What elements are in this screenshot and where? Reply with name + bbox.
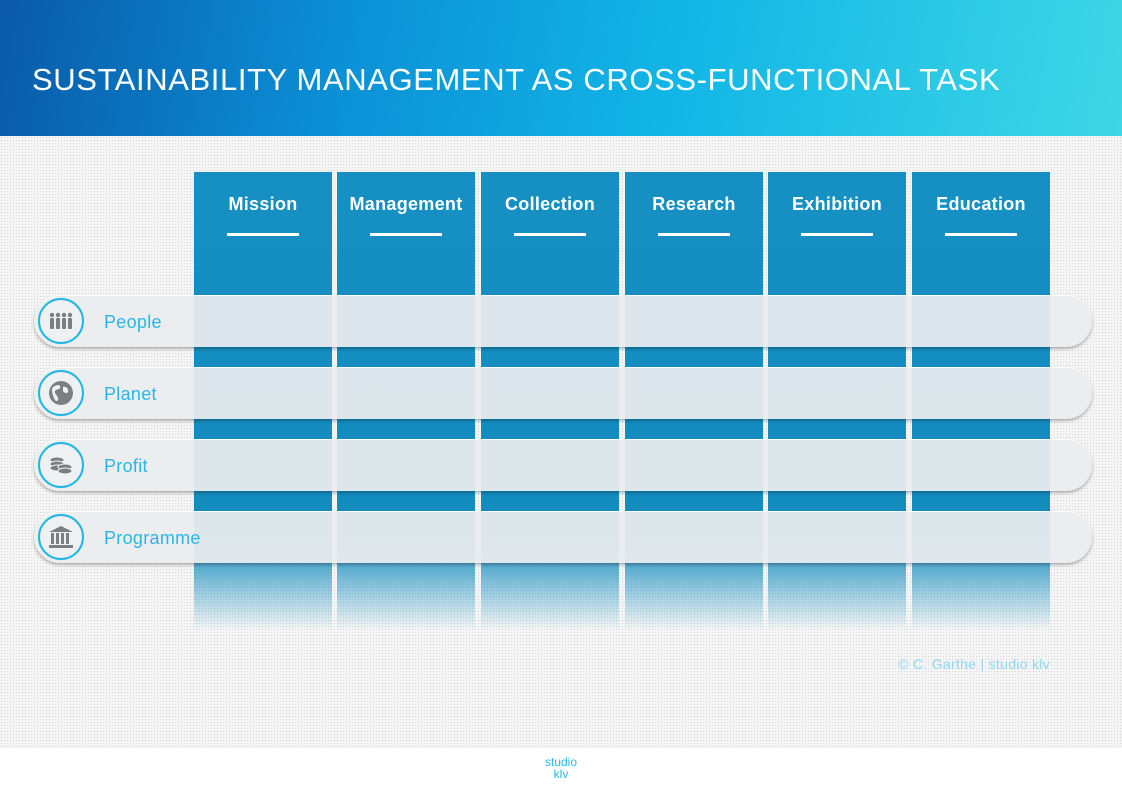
column-underline: [801, 233, 873, 236]
column-label: Collection: [504, 194, 595, 214]
row-label: People: [104, 312, 162, 332]
row-programme: Programme: [34, 511, 1092, 563]
globe-icon: [38, 370, 84, 416]
column-label: Management: [349, 194, 463, 214]
column-underline: [514, 233, 586, 236]
header-banner: SUSTAINABILITY MANAGEMENT AS CROSS-FUNCT…: [0, 0, 1122, 136]
column-label: Mission: [228, 194, 298, 214]
logo-line: studio: [544, 755, 578, 769]
row-label: Profit: [104, 456, 148, 476]
row-people: People: [34, 295, 1092, 347]
column-underline: [370, 233, 442, 236]
page-title: SUSTAINABILITY MANAGEMENT AS CROSS-FUNCT…: [32, 62, 1001, 97]
column-label: Exhibition: [792, 194, 882, 214]
column-underline: [658, 233, 730, 236]
row-label: Programme: [104, 528, 201, 548]
column-underline: [945, 233, 1017, 236]
row-label: Planet: [104, 384, 157, 404]
studio-logo: studio klv: [0, 756, 1122, 780]
column-underline: [227, 233, 299, 236]
people-icon: [38, 298, 84, 344]
column-label: Education: [936, 194, 1026, 214]
coins-icon: [38, 442, 84, 488]
logo-line: klv: [553, 767, 569, 781]
footer: studio klv: [0, 748, 1122, 794]
row-planet: Planet: [34, 367, 1092, 419]
museum-icon: [38, 514, 84, 560]
copyright-text: © C. Garthe | studio klv: [898, 656, 1050, 672]
row-profit: Profit: [34, 439, 1092, 491]
column-label: Research: [652, 194, 736, 214]
